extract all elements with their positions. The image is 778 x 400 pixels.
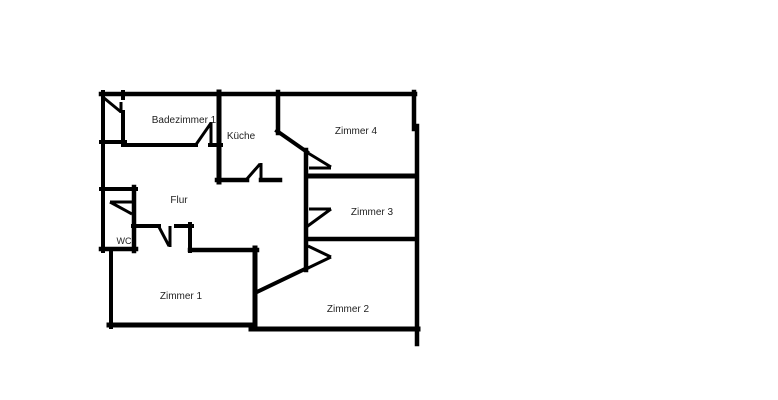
wall-kitchen-diagonal bbox=[274, 128, 310, 155]
wall-funnel-diagonal bbox=[254, 265, 310, 295]
room-label-zimmer-4: Zimmer 4 bbox=[335, 126, 378, 137]
door-swing-zimmer-1 bbox=[157, 226, 172, 247]
wall-bathroom-bottom bbox=[99, 140, 223, 147]
room-label-zimmer-1: Zimmer 1 bbox=[160, 291, 203, 302]
door-swing-zimmer-2 bbox=[305, 244, 332, 271]
room-label-badezimmer-1: Badezimmer 1 bbox=[152, 115, 217, 126]
room-label-wc: WC bbox=[117, 236, 132, 246]
room-label-kueche: Küche bbox=[227, 131, 256, 142]
door-swing-zimmer-4 bbox=[307, 151, 332, 170]
door-swing-bathroom bbox=[193, 122, 213, 147]
room-label-zimmer-3: Zimmer 3 bbox=[351, 207, 394, 218]
door-swing-entry-strip bbox=[103, 96, 123, 114]
room-label-flur: Flur bbox=[170, 195, 188, 206]
room-label-zimmer-2: Zimmer 2 bbox=[327, 304, 370, 315]
door-swing-wc bbox=[109, 200, 133, 216]
door-swing-zimmer-3 bbox=[304, 207, 332, 230]
door-swing-kitchen bbox=[244, 163, 263, 181]
